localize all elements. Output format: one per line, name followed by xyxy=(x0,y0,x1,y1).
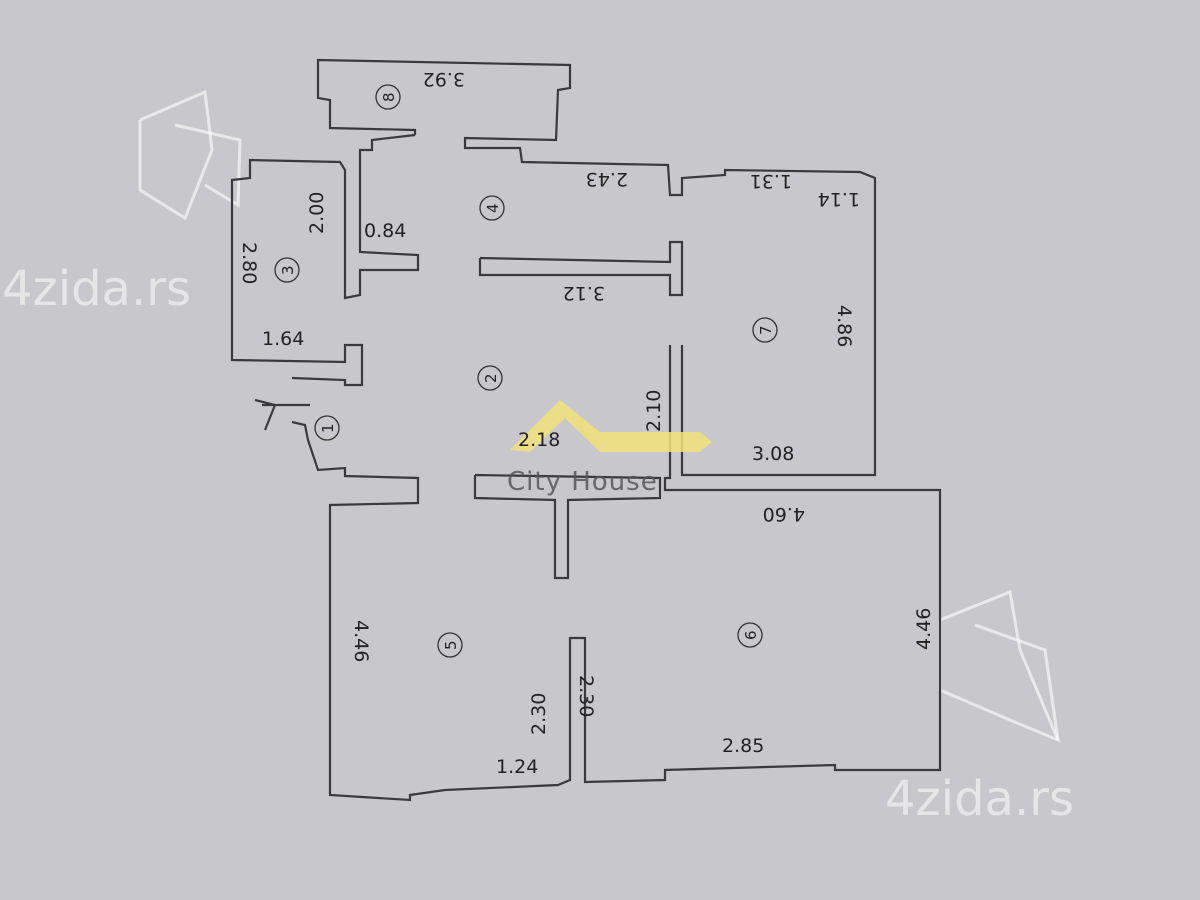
dim-room7-corner: 1.14 xyxy=(818,188,860,210)
walls xyxy=(230,58,942,802)
dim-room3-side: 2.80 xyxy=(238,242,260,284)
room-numbers: 1 2 3 4 5 6 7 8 xyxy=(274,84,778,658)
room-marker-8: 8 xyxy=(375,84,401,110)
dim-room3-bottom: 1.64 xyxy=(262,328,304,350)
dim-room6-bottom: 2.85 xyxy=(722,735,764,757)
dim-room5-height: 4.46 xyxy=(350,620,372,662)
dimension-labels: 3.92 2.43 1.31 1.14 2.00 2.80 0.84 3.12 … xyxy=(238,68,935,778)
watermark-bottom-right: 4zida.rs xyxy=(885,589,1074,827)
room-marker-6: 6 xyxy=(737,622,763,648)
dim-room7-side: 2.10 xyxy=(643,390,665,432)
logo-text: City House xyxy=(507,467,658,497)
room-marker-1: 1 xyxy=(314,415,340,441)
city-house-logo: City House xyxy=(507,400,712,497)
room-marker-7: 7 xyxy=(752,317,778,343)
dim-room7-height: 4.86 xyxy=(833,305,855,347)
dim-corridor-width: 0.84 xyxy=(364,220,406,242)
svg-text:1: 1 xyxy=(319,423,337,433)
dim-partition: 3.12 xyxy=(563,282,605,304)
dim-room7-top: 1.31 xyxy=(750,170,792,192)
svg-text:6: 6 xyxy=(742,630,760,640)
dim-room3-inner: 2.00 xyxy=(306,192,328,234)
dim-room4-width: 2.43 xyxy=(586,168,628,190)
dim-hall-width: 2.18 xyxy=(518,429,560,451)
dim-room5-inner: 2.30 xyxy=(528,693,550,735)
svg-text:2: 2 xyxy=(482,373,500,383)
svg-text:8: 8 xyxy=(380,92,398,102)
watermark-text: 4zida.rs xyxy=(885,771,1074,827)
room-marker-2: 2 xyxy=(477,365,503,391)
svg-text:5: 5 xyxy=(442,640,460,650)
room-marker-3: 3 xyxy=(274,257,300,283)
room-marker-5: 5 xyxy=(437,632,463,658)
svg-text:3: 3 xyxy=(279,265,297,275)
dim-room8-width: 3.92 xyxy=(423,68,465,90)
svg-text:7: 7 xyxy=(757,325,775,335)
dim-room6-inner: 2.30 xyxy=(575,675,597,717)
watermark-text: 4zida.rs xyxy=(2,261,191,317)
room-marker-4: 4 xyxy=(479,195,505,221)
dim-room7-bottom: 3.08 xyxy=(752,443,794,465)
dim-room5-bottom: 1.24 xyxy=(496,756,538,778)
watermark-top-left: 4zida.rs xyxy=(2,89,242,317)
svg-text:4: 4 xyxy=(484,203,502,213)
dim-room6-height: 4.46 xyxy=(913,608,935,650)
dim-room6-top: 4.60 xyxy=(763,503,805,525)
